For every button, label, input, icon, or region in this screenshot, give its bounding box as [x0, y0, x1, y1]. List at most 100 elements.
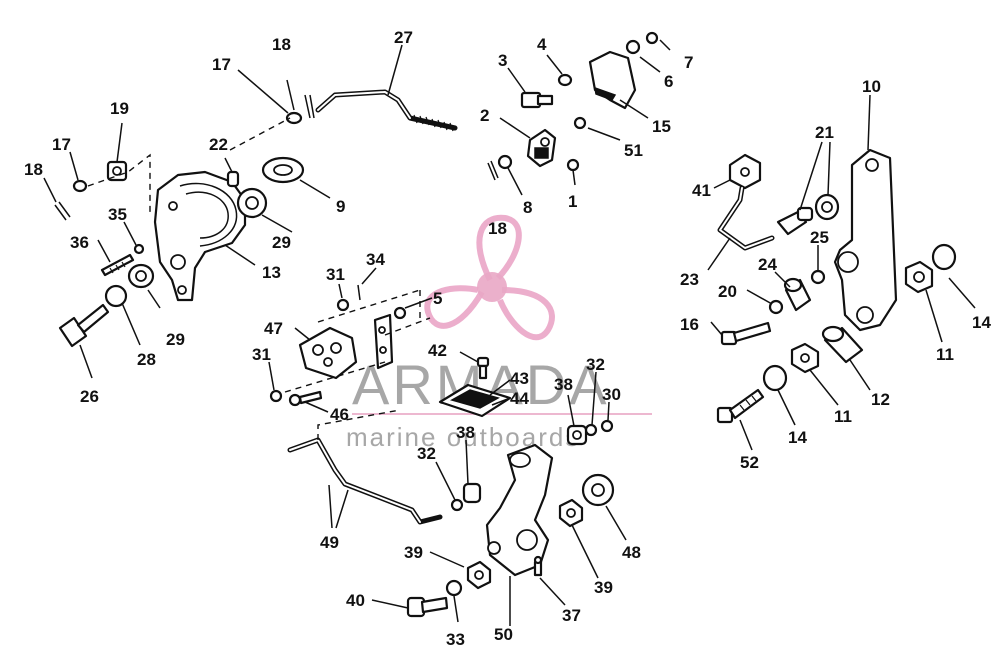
part-bolt-40 [406, 596, 449, 618]
callout-4: 4 [537, 35, 547, 54]
part-washer-7 [645, 31, 659, 45]
part-nut-30 [600, 419, 614, 433]
callout-24: 24 [758, 255, 777, 274]
callout-43: 43 [510, 369, 529, 388]
callout-5: 5 [433, 289, 442, 308]
part-washer-25 [810, 269, 826, 285]
callout-52: 52 [740, 453, 759, 472]
callout-38-upper: 38 [554, 375, 573, 394]
parts-artwork [54, 31, 957, 618]
part-sleeve-38-upper [566, 424, 588, 446]
callout-44: 44 [510, 389, 529, 408]
callout-49: 49 [320, 533, 339, 552]
part-clip-21 [776, 206, 814, 236]
assembly-line-cam-to-rod [229, 117, 291, 151]
leader-lines [43, 39, 976, 626]
callout-28: 28 [137, 350, 156, 369]
part-washer-4 [557, 73, 573, 87]
part-washer-33 [445, 579, 463, 597]
callout-18-center: 18 [488, 219, 507, 238]
part-bracket-plate [373, 313, 394, 370]
part-bolt-52 [716, 388, 765, 424]
callout-38-lower: 38 [456, 423, 475, 442]
callout-41: 41 [692, 181, 711, 200]
part-bushing-lower [127, 263, 155, 289]
callout-20: 20 [718, 282, 737, 301]
part-cotter-pin-upper [304, 94, 315, 119]
callout-33: 33 [446, 630, 465, 649]
callout-46: 46 [330, 405, 349, 424]
callout-11-right: 11 [936, 345, 954, 364]
callout-30: 30 [602, 385, 621, 404]
part-sleeve-12 [821, 325, 864, 364]
part-shoulder-bolt-26 [58, 303, 110, 348]
part-throttle-rod [315, 89, 458, 132]
callout-8: 8 [523, 198, 532, 217]
part-washer-32-upper [584, 423, 598, 437]
part-roller [226, 170, 240, 188]
callout-34: 34 [366, 250, 385, 269]
callout-47: 47 [264, 319, 283, 338]
part-shift-lever-50 [485, 443, 554, 577]
callout-16: 16 [680, 315, 699, 334]
part-screw-36 [100, 253, 135, 277]
callout-31-lower: 31 [252, 345, 271, 364]
part-spacer-24 [783, 277, 812, 312]
callout-14-right: 14 [972, 313, 991, 332]
part-sleeve-38-lower [462, 482, 482, 504]
part-washer-upper [285, 111, 303, 125]
part-large-washer [261, 156, 305, 184]
callout-35: 35 [108, 205, 127, 224]
part-cam-block-47 [298, 326, 358, 380]
part-lever-arm-10 [833, 148, 898, 332]
callout-48: 48 [622, 543, 641, 562]
callout-32-upper: 32 [586, 355, 605, 374]
callout-3: 3 [498, 51, 507, 70]
part-nut-1 [566, 158, 580, 172]
callout-17-top: 17 [212, 55, 231, 74]
callout-39-right: 39 [594, 578, 613, 597]
part-cotter-pin-center [487, 160, 499, 181]
callout-14-lower: 14 [788, 428, 807, 447]
callout-51: 51 [624, 141, 643, 160]
part-bolt-16 [720, 321, 772, 346]
callout-13: 13 [262, 263, 281, 282]
callout-50: 50 [494, 625, 513, 644]
callout-42: 42 [428, 341, 447, 360]
part-washer-14-upper [931, 243, 957, 271]
part-washer-51 [573, 116, 587, 130]
part-washer-28 [104, 284, 128, 308]
part-washer-8 [497, 154, 513, 170]
callout-23: 23 [680, 270, 699, 289]
propeller-logo-icon [424, 214, 555, 341]
callout-7: 7 [684, 53, 693, 72]
callout-22: 22 [209, 135, 228, 154]
callout-32-lower: 32 [417, 444, 436, 463]
part-grommet-41 [728, 153, 762, 190]
part-washer-20 [768, 299, 784, 315]
callout-19: 19 [110, 99, 129, 118]
part-grease-fitting-37 [533, 555, 543, 577]
part-washer-14-lower [762, 364, 788, 392]
callout-37: 37 [562, 606, 581, 625]
callout-labels: 1 2 3 4 5 6 7 8 9 10 11 11 12 13 14 14 1… [24, 28, 991, 649]
part-nut-6 [625, 39, 641, 55]
part-nut-19 [106, 160, 128, 182]
part-washer-31-upper [336, 298, 350, 312]
callout-31-upper: 31 [326, 265, 345, 284]
callout-27: 27 [394, 28, 413, 47]
part-pin-34 [357, 284, 361, 301]
callout-18-left: 18 [24, 160, 43, 179]
part-washer-32-lower [450, 498, 464, 512]
callout-11-lower: 11 [834, 407, 852, 426]
callout-1: 1 [568, 192, 577, 211]
callout-10: 10 [862, 77, 881, 96]
callout-15: 15 [652, 117, 671, 136]
callout-18-top: 18 [272, 35, 291, 54]
part-bolt-3 [520, 91, 554, 109]
part-nut-11-lower [790, 342, 820, 374]
part-screw-5 [393, 306, 407, 320]
assembly-line-left [87, 153, 151, 215]
callout-29-upper: 29 [272, 233, 291, 252]
